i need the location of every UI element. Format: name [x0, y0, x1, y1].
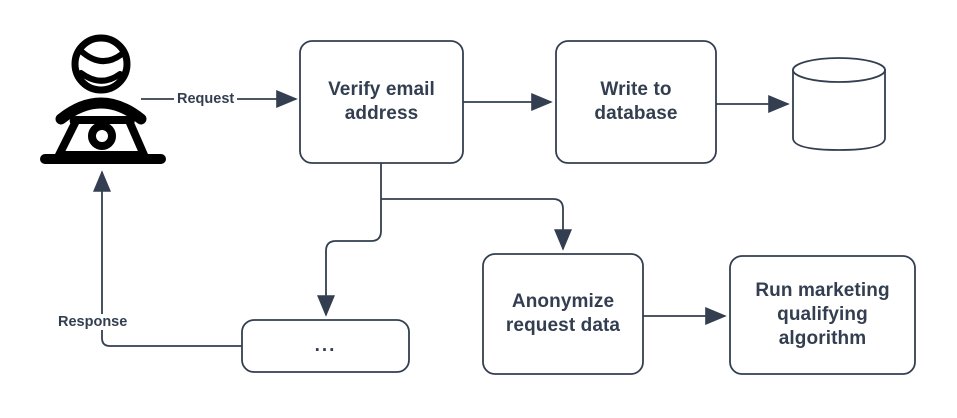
edge-verify-to-ellipsis — [317, 199, 382, 317]
ellipsis-box[interactable] — [241, 319, 410, 373]
laptop-icon — [40, 116, 166, 164]
verify-email-address-box[interactable] — [299, 40, 464, 164]
anonymize-request-data-box[interactable] — [482, 253, 644, 375]
database-cylinder-shape[interactable] — [792, 57, 886, 151]
edge-verify-to-anonymize — [381, 198, 572, 251]
actor-at-laptop-icon — [55, 34, 147, 125]
edge-ellipsis-to-user — [93, 170, 242, 347]
run-marketing-qualifying-algorithm-box[interactable] — [729, 255, 916, 375]
write-to-database-box[interactable] — [555, 40, 717, 164]
